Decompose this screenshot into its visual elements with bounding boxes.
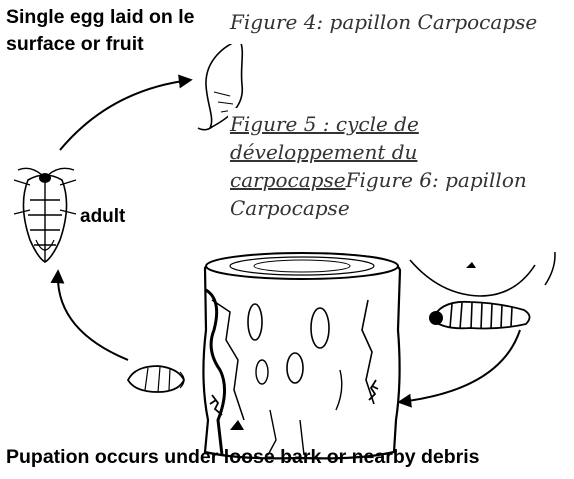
egg-stage-label-line1: Single egg laid on le: [6, 6, 195, 29]
figure6-caption-line1: Figure 6: papillon: [346, 168, 527, 192]
tree-stump-icon: [203, 253, 400, 458]
pupation-label: Pupation occurs under loose bark or near…: [6, 446, 480, 469]
adult-stage-label: adult: [80, 206, 125, 228]
figure5-caption-line3[interactable]: carpocapse: [230, 168, 346, 192]
arrow-pupa-to-adult: [58, 272, 128, 360]
pupa-icon: [128, 366, 184, 392]
figure5-caption: Figure 5 : cycle de développement du car…: [230, 110, 527, 222]
figure6-caption-line2: Carpocapse: [230, 196, 350, 220]
figure5-caption-line1[interactable]: Figure 5 : cycle de: [230, 112, 419, 136]
adult-moth-icon: [14, 168, 76, 262]
egg-stage-label-line2: surface or fruit: [6, 33, 144, 56]
larva-icon: [429, 302, 530, 329]
arrow-larva-to-pupa: [400, 330, 520, 402]
figure5-caption-line2[interactable]: développement du: [230, 140, 417, 164]
arrow-adult-to-egg: [60, 80, 190, 150]
figure4-caption: Figure 4: papillon Carpocapse: [230, 8, 537, 36]
fruit-icon: [410, 260, 535, 296]
